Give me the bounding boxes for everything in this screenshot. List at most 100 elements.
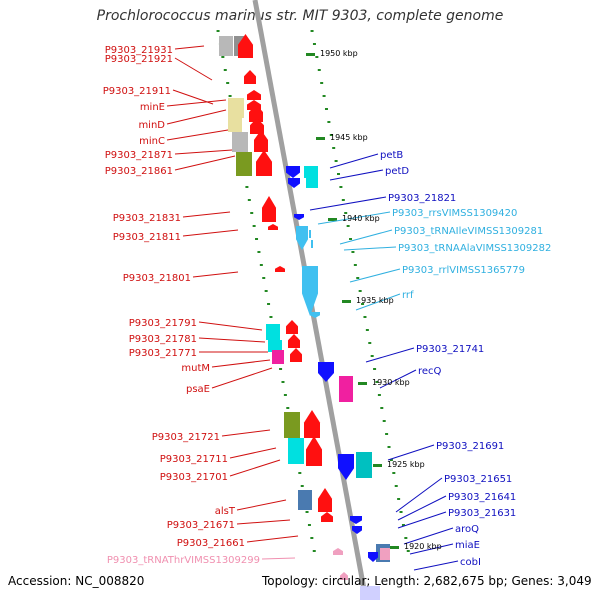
gene-label-left: P9303_21701 xyxy=(160,472,228,483)
gene-label-left: P9303_21781 xyxy=(129,334,197,345)
gene-label-left: minD xyxy=(138,120,165,131)
connector-line xyxy=(198,321,263,331)
tick-dot-right xyxy=(385,433,389,435)
gene-arrow-up xyxy=(250,118,264,134)
kbp-marker: 1925 kbp xyxy=(387,460,425,469)
gene-box xyxy=(360,586,380,600)
tick-dot-right xyxy=(382,420,386,422)
tick-dot-left xyxy=(245,186,249,188)
gene-label-left: P9303_21811 xyxy=(113,232,181,243)
gene-box xyxy=(272,350,284,364)
gene-label-left: psaE xyxy=(186,384,210,395)
gene-label-right: P9303_tRNAAlaVIMSS1309282 xyxy=(398,243,551,254)
gene-arrow-up xyxy=(288,334,300,348)
tick-dot-left xyxy=(221,56,225,58)
topology-label: Topology: circular; Length: 2,682,675 bp… xyxy=(262,574,592,588)
connector-line xyxy=(174,57,213,81)
tick-dot-right xyxy=(320,82,324,84)
tick-dot-left xyxy=(267,303,271,305)
gene-arrow-down xyxy=(368,552,378,562)
tick-dot-right xyxy=(324,108,328,110)
kbp-tick xyxy=(306,53,315,56)
tick-dot-right xyxy=(337,173,341,175)
tick-dot-right xyxy=(404,537,408,539)
tick-dot-left xyxy=(247,199,251,201)
tick-dot-right xyxy=(387,446,391,448)
connector-line xyxy=(395,477,443,513)
gene-arrow-down xyxy=(288,178,300,188)
tick-dot-right xyxy=(327,121,331,123)
tick-dot-right xyxy=(317,69,321,71)
tick-dot-right xyxy=(389,459,393,461)
kbp-tick xyxy=(390,546,399,549)
gene-label-left: P9303_21671 xyxy=(167,520,235,531)
gene-arrow-up xyxy=(304,410,320,438)
tick-dot-left xyxy=(250,212,254,214)
gene-box xyxy=(232,132,248,152)
tick-dot-left xyxy=(228,95,232,97)
gene-box xyxy=(380,548,390,560)
gene-label-right: P9303_21631 xyxy=(448,508,516,519)
kbp-marker: 1920 kbp xyxy=(404,542,442,551)
connector-line xyxy=(236,519,291,525)
kbp-tick xyxy=(358,382,367,385)
tick-dot-right xyxy=(353,264,357,266)
connector-line xyxy=(349,268,401,283)
accession-label: Accession: NC_008820 xyxy=(8,574,145,588)
kbp-tick xyxy=(316,137,325,140)
gene-arrow-up xyxy=(321,512,333,522)
tick-dot-right xyxy=(329,134,333,136)
connector-line xyxy=(379,369,417,389)
gene-box xyxy=(288,438,304,464)
kbp-marker: 1945 kbp xyxy=(330,133,368,142)
gene-label-right: cobI xyxy=(460,557,481,568)
gene-arrow-up xyxy=(254,130,268,152)
gene-label-left: minC xyxy=(139,136,165,147)
trna-mark xyxy=(311,240,313,248)
kbp-marker: 1940 kbp xyxy=(342,214,380,223)
tick-dot-left xyxy=(305,511,309,513)
gene-arrow-up xyxy=(318,488,332,512)
tick-dot-left xyxy=(269,316,273,318)
gene-arrow-up xyxy=(238,34,253,58)
tick-dot-right xyxy=(332,147,336,149)
tick-dot-right xyxy=(370,355,374,357)
gene-box xyxy=(266,324,280,340)
gene-label-left: alsT xyxy=(215,506,236,517)
connector-line xyxy=(211,367,273,389)
gene-box xyxy=(298,490,312,510)
gene-label-right: rrf xyxy=(402,290,414,301)
connector-line xyxy=(174,155,236,171)
gene-label-right: P9303_21641 xyxy=(448,492,516,503)
tick-dot-left xyxy=(252,225,256,227)
connector-line xyxy=(343,246,397,251)
gene-box xyxy=(339,376,353,402)
tick-dot-left xyxy=(281,381,285,383)
gene-arrow-up xyxy=(286,320,298,334)
gene-arrow-down xyxy=(286,166,300,178)
connector-line xyxy=(246,535,299,543)
gene-arrow-down xyxy=(318,362,334,382)
connector-line xyxy=(309,196,387,211)
connector-line xyxy=(261,557,296,560)
gene-label-left: P9303_21711 xyxy=(160,454,228,465)
gene-box xyxy=(228,98,244,118)
gene-label-right: P9303_rrsVIMSS1309420 xyxy=(392,208,517,219)
gene-label-right: petD xyxy=(385,166,409,177)
tick-dot-left xyxy=(223,69,227,71)
kbp-marker: 1950 kbp xyxy=(320,49,358,58)
gene-arrow-down xyxy=(350,516,362,524)
connector-line xyxy=(229,459,281,477)
trna-mark xyxy=(309,230,311,238)
tick-dot-left xyxy=(298,472,302,474)
gene-box xyxy=(228,118,242,132)
tick-dot-left xyxy=(300,485,304,487)
tick-dot-right xyxy=(351,251,355,253)
connector-line xyxy=(413,560,459,571)
tick-dot-left xyxy=(312,550,316,552)
gene-label-left: P9303_21871 xyxy=(105,150,173,161)
tick-dot-right xyxy=(394,485,398,487)
tick-dot-right xyxy=(368,342,372,344)
gene-label-right: P9303_21741 xyxy=(416,344,484,355)
tick-dot-left xyxy=(264,290,268,292)
